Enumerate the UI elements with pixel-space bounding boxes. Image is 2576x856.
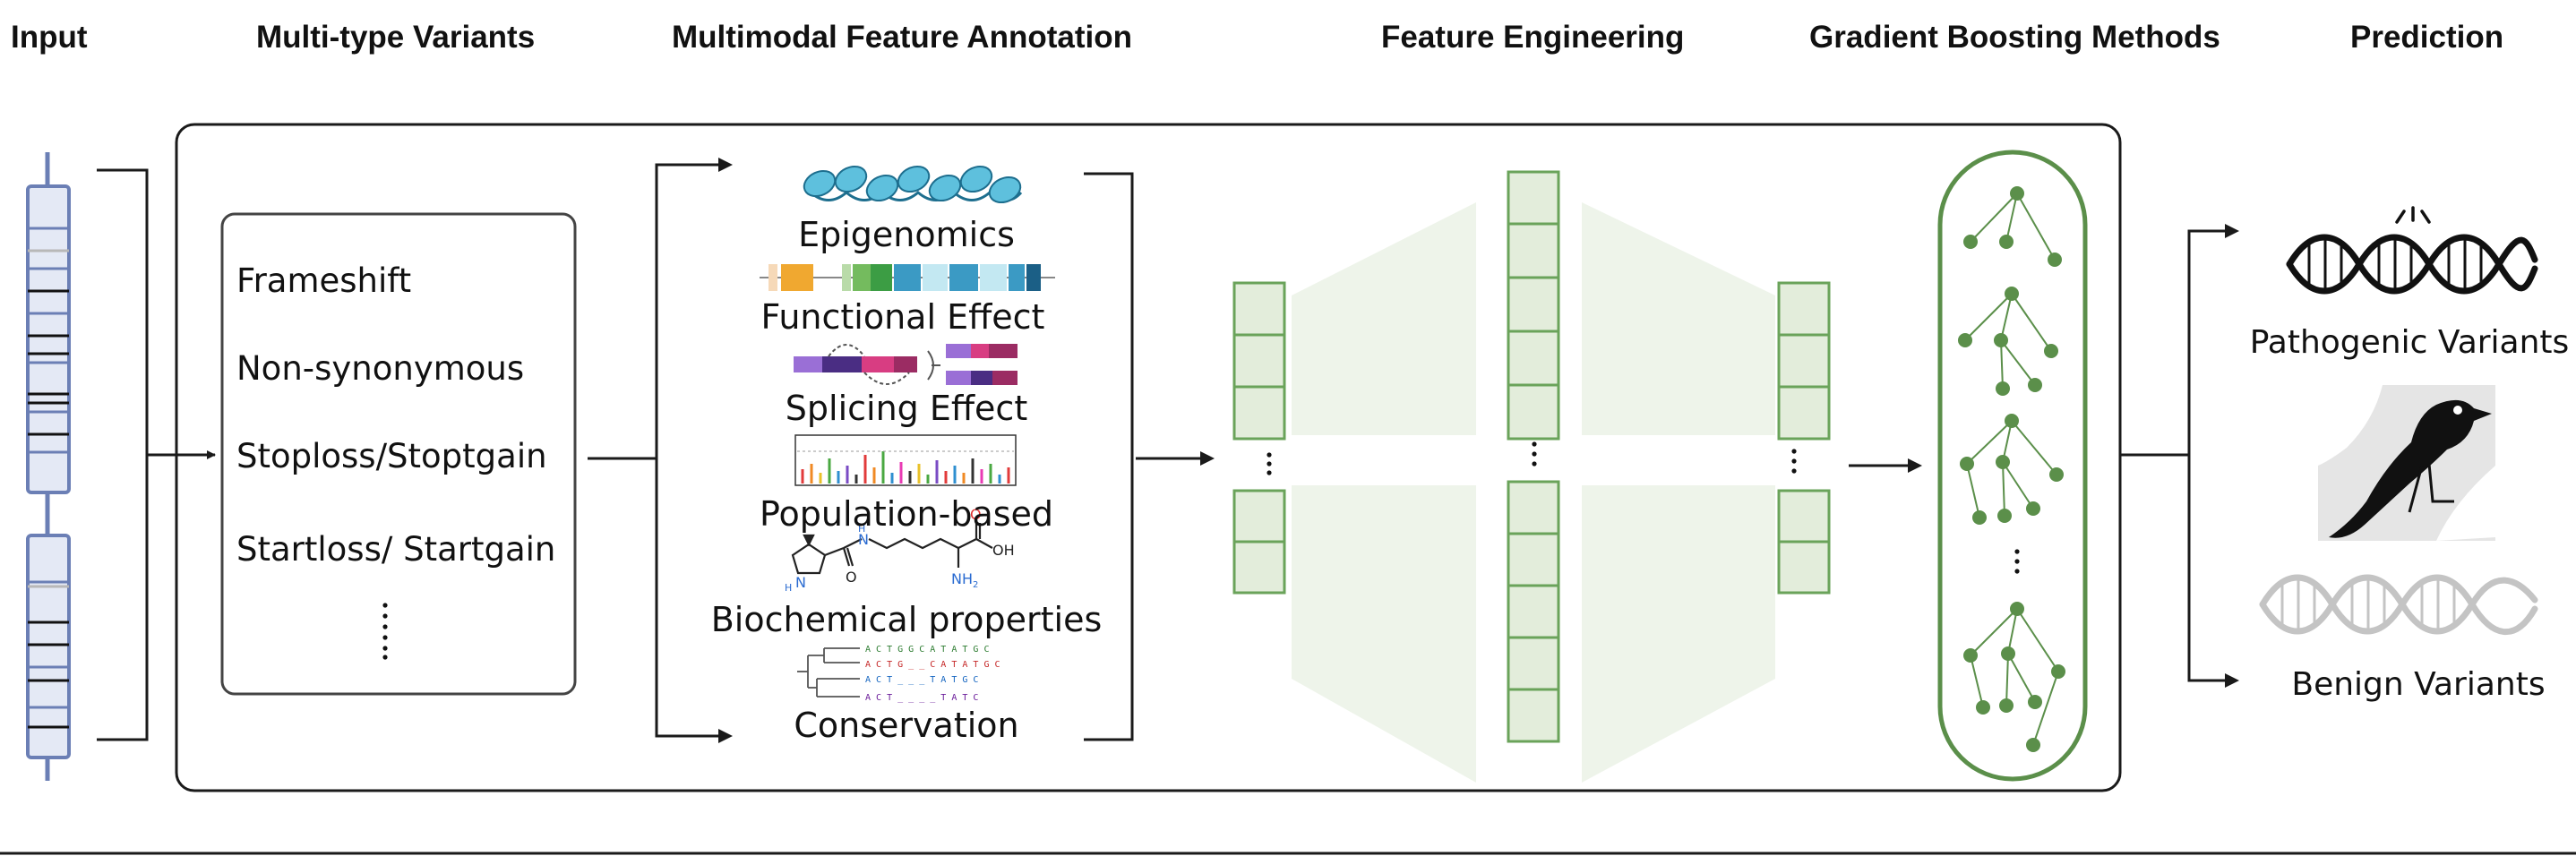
- molecule-structure-icon: [791, 523, 993, 575]
- feature-biochemical-properties-label: Biochemical properties: [710, 600, 1103, 639]
- svg-text:NH: NH: [951, 570, 973, 587]
- svg-text:O: O: [970, 506, 982, 523]
- prediction-split-bracket: [2120, 224, 2239, 688]
- header-feature-engineering: Feature Engineering: [1381, 20, 1685, 55]
- feature-functional-effect-label: Functional Effect: [760, 297, 1045, 337]
- input-feature-vector: [1232, 281, 1286, 595]
- svg-text:H: H: [858, 523, 865, 535]
- header-gradient-boosting-methods: Gradient Boosting Methods: [1809, 20, 2220, 55]
- svg-text:A C T G _ _ C A T A T G C: A C T G _ _ C A T A T G C: [865, 660, 1000, 670]
- header-prediction: Prediction: [2350, 20, 2504, 55]
- chromosome-icon: [26, 152, 71, 781]
- header-input: Input: [11, 20, 88, 55]
- molecule-atom-labels: N H O N H O OH NH 2: [785, 506, 1015, 594]
- variant-type-frameshift: Frameshift: [236, 261, 412, 300]
- hidden-feature-vector: [1507, 170, 1560, 743]
- gene-track-icon: [760, 264, 1055, 291]
- variant-type-box: [220, 212, 577, 696]
- feature-engineering-block: [1292, 202, 1775, 783]
- tree-ensemble-capsule: [1937, 150, 2088, 782]
- main-frame: [175, 123, 2122, 792]
- svg-text:N: N: [858, 531, 869, 548]
- variant-type-stoploss-stopgain: Stoploss/Stoptgain: [236, 437, 547, 475]
- bird-logo-icon: [2318, 385, 2495, 541]
- benign-dna-icon: [2259, 574, 2538, 636]
- svg-text:A C T G G C A T A T G C: A C T G G C A T A T G C: [865, 645, 989, 655]
- annotation-split-bracket: [588, 158, 733, 743]
- manhattan-plot-icon: [794, 434, 1017, 486]
- benign-variants-label: Benign Variants: [2291, 666, 2546, 703]
- header-multi-type-variants: Multi-type Variants: [256, 20, 536, 55]
- header-multimodal-feature-annotation: Multimodal Feature Annotation: [672, 20, 1132, 55]
- nucleosome-chain-icon: [803, 165, 1023, 204]
- feature-population-based-label: Population-based: [759, 494, 1054, 534]
- svg-text:2: 2: [973, 580, 978, 590]
- feature-splicing-effect-label: Splicing Effect: [785, 389, 1028, 428]
- pathogenic-variants-label: Pathogenic Variants: [2249, 324, 2570, 361]
- annotation-merge-bracket: [1084, 172, 1215, 741]
- svg-text:A C T _ _ _ T A T G C: A C T _ _ _ T A T G C: [865, 675, 978, 685]
- svg-text:H: H: [785, 582, 792, 594]
- svg-text:OH: OH: [992, 542, 1015, 559]
- splicing-icon: [794, 344, 1018, 385]
- output-feature-vector: [1777, 281, 1831, 595]
- input-bracket: [97, 168, 216, 741]
- svg-text:O: O: [846, 569, 857, 586]
- svg-text:A C T _ _ _ _ T A T C: A C T _ _ _ _ T A T C: [865, 693, 978, 703]
- feature-epigenomics-label: Epigenomics: [798, 215, 1015, 254]
- alignment-tree-icon: A C T G G C A T A T G C A C T G _ _ C A …: [797, 645, 1000, 703]
- boosting-arrow: [1849, 458, 1922, 473]
- svg-text:N: N: [795, 574, 806, 591]
- variant-type-startloss-startgain: Startloss/ Startgain: [236, 530, 556, 569]
- variant-type-non-synonymous: Non-synonymous: [236, 349, 525, 388]
- variant-more-dots: [382, 603, 388, 660]
- pathogenic-dna-icon: [2286, 206, 2538, 295]
- feature-conservation-label: Conservation: [794, 706, 1019, 745]
